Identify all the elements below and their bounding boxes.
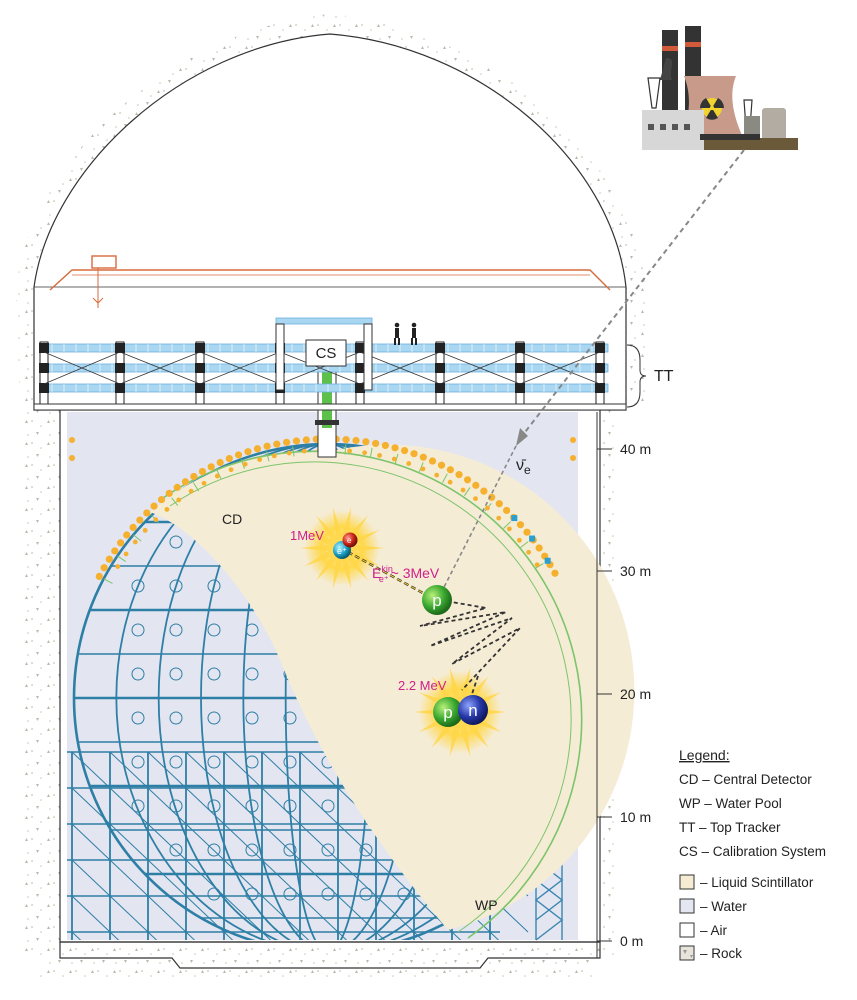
svg-text:p: p	[432, 591, 441, 610]
tt-label: TT	[654, 368, 674, 385]
scale-tick-label: 10 m	[620, 809, 651, 825]
svg-text:p: p	[443, 703, 452, 722]
swatch-rock	[679, 945, 695, 961]
electron-particle: e	[342, 532, 358, 548]
top-tracker: CS	[33, 317, 627, 411]
neutron-particle: n	[458, 695, 488, 725]
scale-tick-label: 30 m	[620, 563, 651, 579]
svg-text:n: n	[468, 701, 477, 720]
scale-tick-label: 0 m	[620, 933, 643, 949]
neutrino-path: ν̄e	[439, 149, 745, 596]
svg-text:e: e	[347, 536, 352, 545]
legend-swatch-rock: – Rock	[700, 946, 742, 961]
scale-tick-label: 40 m	[620, 441, 651, 457]
nu-symbol: ν̄e	[516, 457, 531, 477]
pmt-array	[69, 435, 576, 581]
depth-scale: 40 m 30 m 20 m 10 m 0 m	[596, 412, 651, 958]
legend-item-cs: CS – Calibration System	[679, 844, 826, 859]
legend-swatch-water: – Water	[700, 899, 747, 914]
liquid-scintillator	[150, 444, 635, 930]
legend-title: Legend:	[679, 747, 730, 763]
swatch-water	[679, 898, 695, 914]
legend-swatch-air: – Air	[700, 923, 728, 938]
crane	[49, 255, 611, 308]
cs-label: CS	[316, 345, 337, 362]
energy-2-2mev: 2.2 MeV	[398, 678, 447, 693]
legend-item-tt: TT – Top Tracker	[679, 820, 781, 835]
legend-item-cd: CD – Central Detector	[679, 772, 812, 787]
cd-label: CD	[222, 511, 242, 527]
reactor-plant-icon	[642, 26, 798, 150]
proton-capture-particle: p	[433, 697, 463, 727]
energy-1mev: 1MeV	[290, 528, 324, 543]
legend: Legend: CD – Central Detector WP – Water…	[679, 747, 826, 961]
tt-brace: TT	[626, 344, 674, 408]
legend-item-wp: WP – Water Pool	[679, 796, 782, 811]
proton-particle: p	[422, 585, 452, 615]
legend-swatch-scintillator: – Liquid Scintillator	[700, 875, 814, 890]
wp-label: WP	[475, 897, 498, 913]
svg-text:e⁺: e⁺	[337, 546, 347, 556]
swatch-air	[679, 922, 695, 938]
scale-tick-label: 20 m	[620, 686, 651, 702]
neutron-zigzag	[419, 599, 521, 691]
swatch-scintillator	[679, 874, 695, 890]
